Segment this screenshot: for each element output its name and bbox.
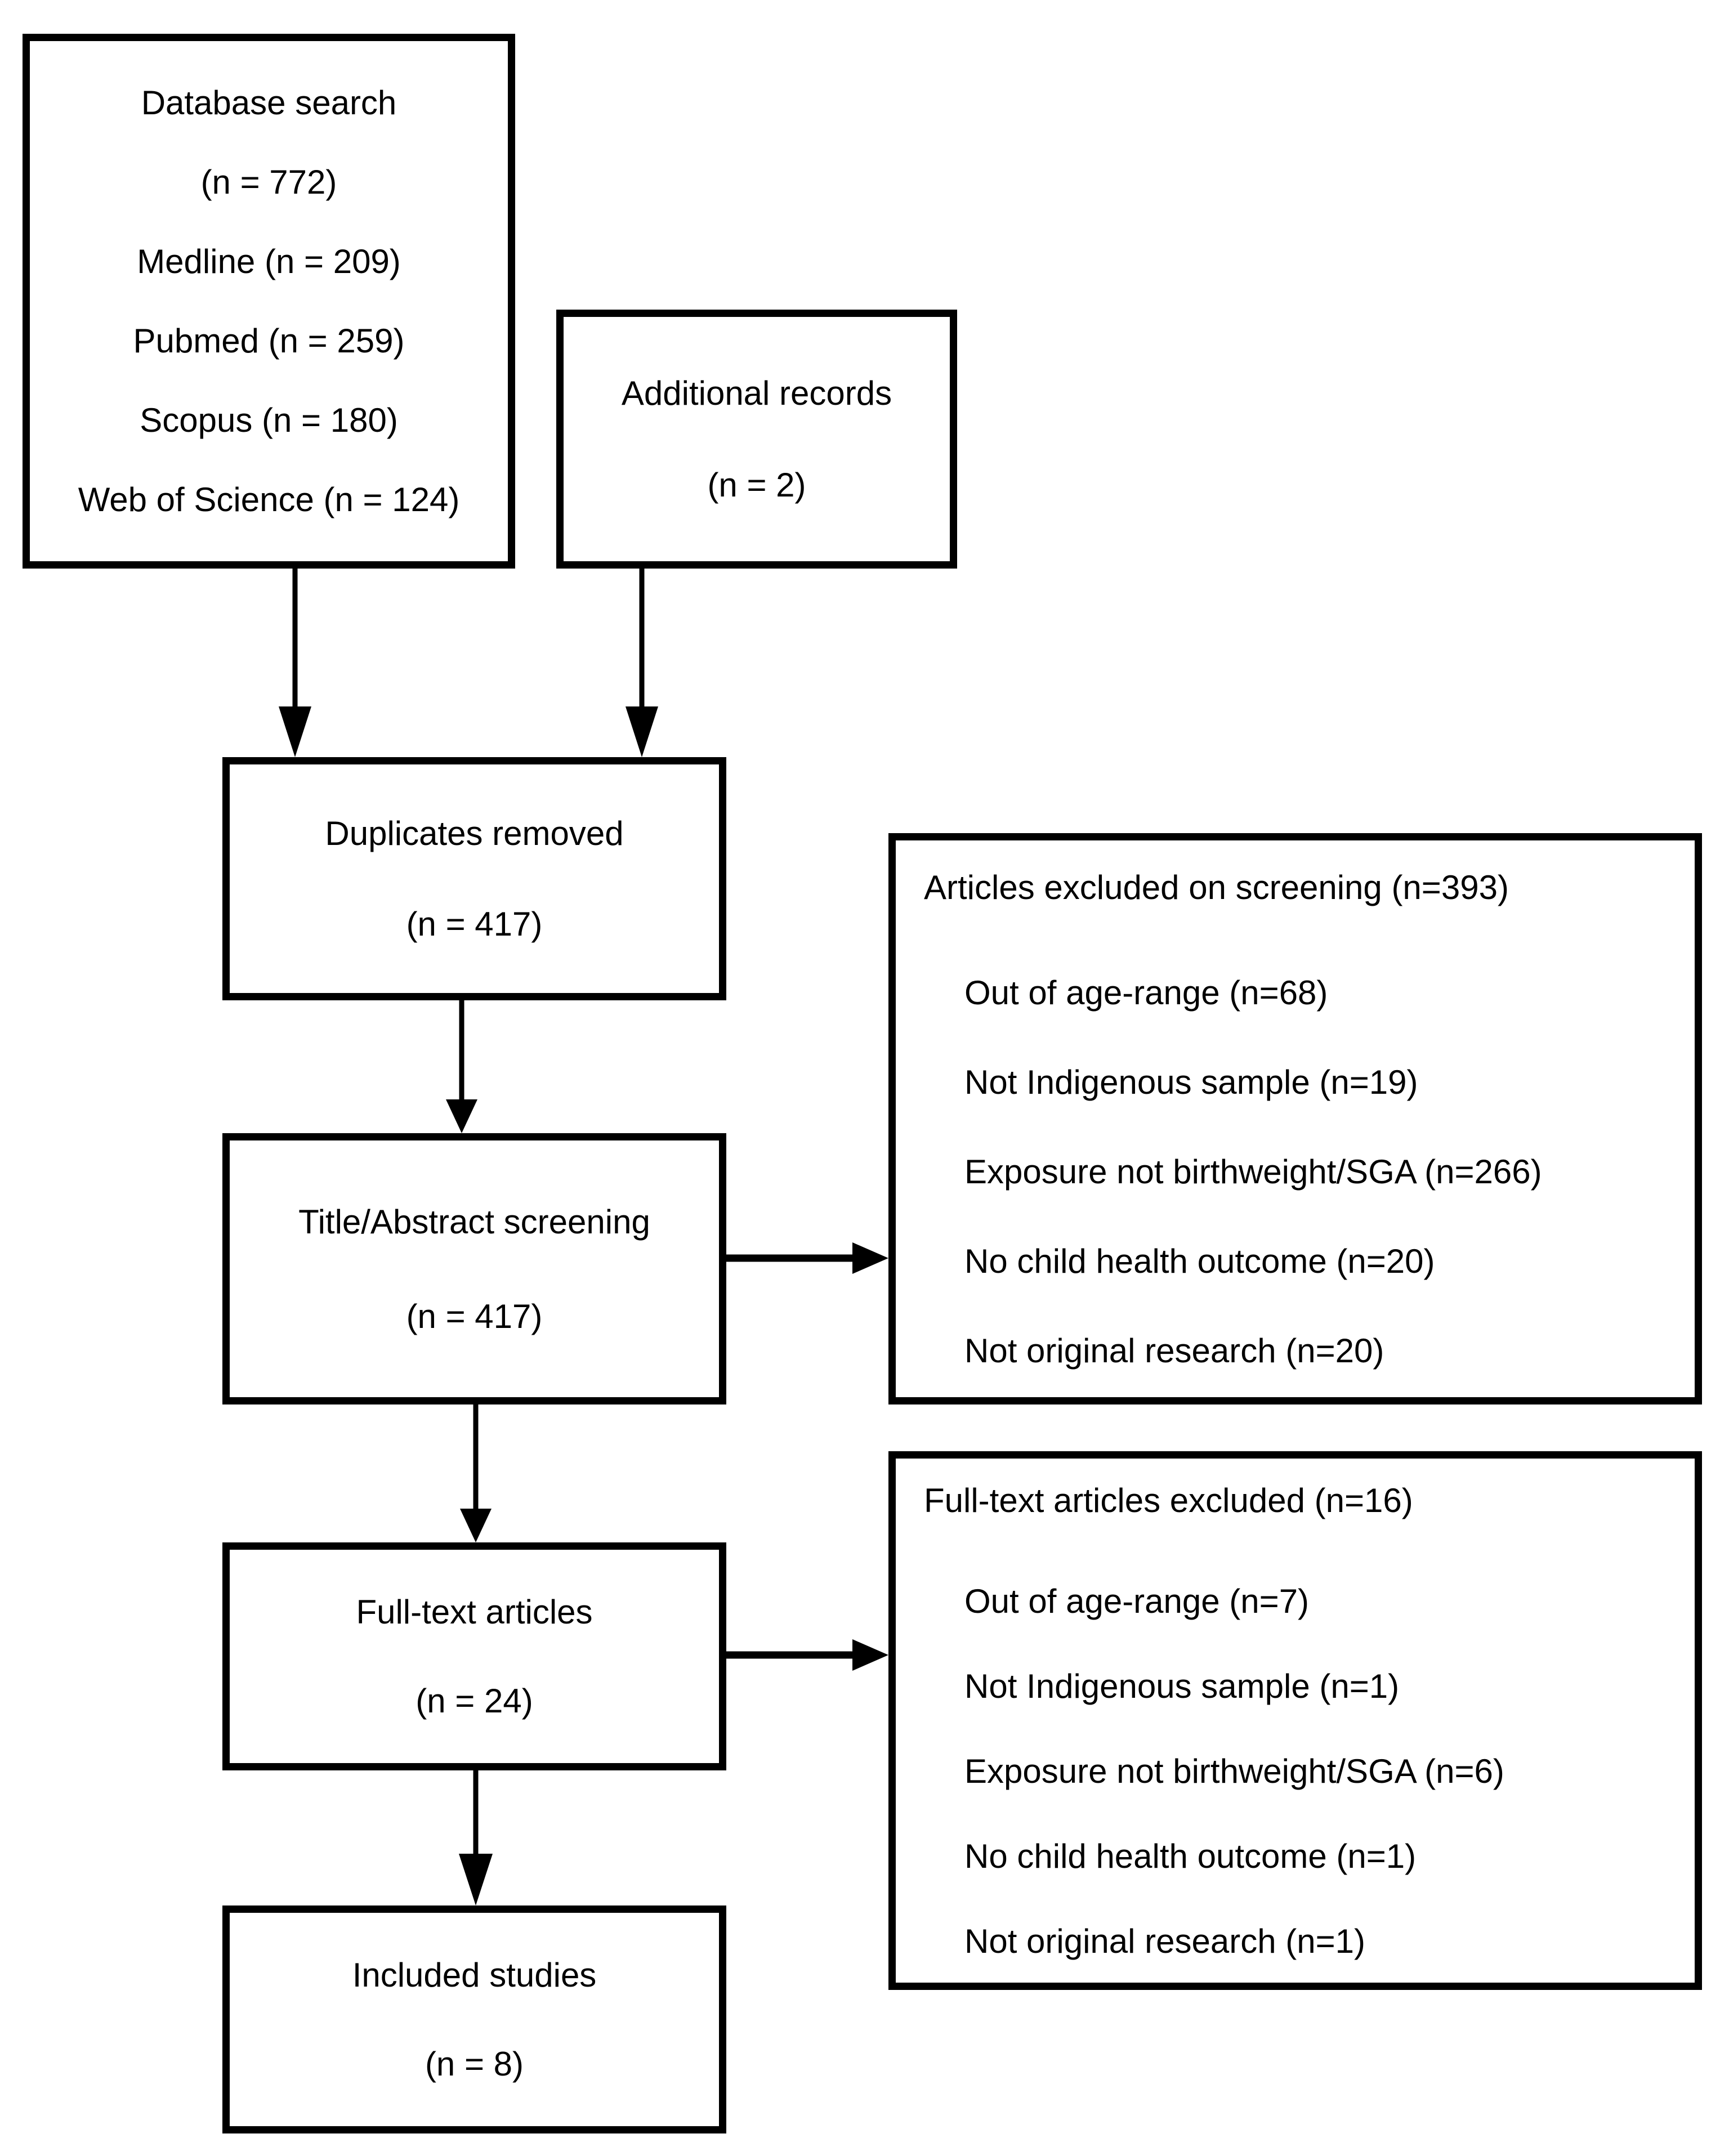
- excluded-title: Articles excluded on screening (n=393): [924, 868, 1509, 906]
- arrow-fulltext-to-included: [459, 1770, 493, 1905]
- box-count: (n = 417): [406, 905, 543, 943]
- arrow-additional-to-duplicates: [626, 569, 658, 757]
- excluded-reason: Out of age-range (n=68): [964, 973, 1328, 1012]
- box-title: Full-text articles: [356, 1593, 593, 1631]
- arrow-fulltext-to-excluded: [726, 1639, 888, 1671]
- box-title: Additional records: [621, 374, 892, 412]
- arrow-database-to-duplicates: [279, 569, 311, 757]
- excluded-reason: No child health outcome (n=1): [964, 1837, 1417, 1875]
- box-full-text-excluded: Full-text articles excluded (n=16) Out o…: [888, 1451, 1702, 1990]
- source-web-of-science: Web of Science (n = 124): [78, 481, 460, 518]
- box-duplicates-removed: Duplicates removed (n = 417): [222, 757, 726, 1000]
- box-title-abstract-screening: Title/Abstract screening (n = 417): [222, 1133, 726, 1404]
- box-count: (n = 24): [416, 1682, 533, 1720]
- box-count: (n = 8): [425, 2045, 524, 2083]
- box-database-search: Database search (n = 772) Medline (n = 2…: [23, 34, 515, 569]
- excluded-reason: No child health outcome (n=20): [964, 1242, 1435, 1280]
- box-additional-records: Additional records (n = 2): [556, 310, 957, 569]
- excluded-reason: Not Indigenous sample (n=19): [964, 1063, 1418, 1101]
- arrow-screening-to-excluded: [726, 1242, 888, 1274]
- excluded-reason: Exposure not birthweight/SGA (n=6): [964, 1752, 1504, 1790]
- source-pubmed: Pubmed (n = 259): [133, 322, 405, 360]
- excluded-title: Full-text articles excluded (n=16): [924, 1481, 1413, 1519]
- box-articles-excluded-screening: Articles excluded on screening (n=393) O…: [888, 833, 1702, 1404]
- excluded-reason: Not original research (n=1): [964, 1922, 1366, 1960]
- box-title: Included studies: [352, 1956, 597, 1994]
- excluded-reason: Not original research (n=20): [964, 1331, 1384, 1370]
- excluded-reason: Exposure not birthweight/SGA (n=266): [964, 1152, 1542, 1191]
- box-full-text-articles: Full-text articles (n = 24): [222, 1542, 726, 1770]
- box-count: (n = 417): [406, 1297, 543, 1335]
- box-included-studies: Included studies (n = 8): [222, 1905, 726, 2133]
- arrow-duplicates-to-screening: [446, 1000, 477, 1133]
- box-title: Duplicates removed: [325, 815, 624, 852]
- arrow-screening-to-fulltext: [460, 1404, 492, 1542]
- box-title: Database search: [141, 84, 397, 122]
- source-medline: Medline (n = 209): [137, 243, 401, 280]
- box-title: Title/Abstract screening: [298, 1202, 650, 1241]
- box-count: (n = 2): [707, 466, 806, 504]
- source-scopus: Scopus (n = 180): [140, 401, 398, 439]
- excluded-reason: Out of age-range (n=7): [964, 1582, 1310, 1620]
- box-count: (n = 772): [200, 163, 337, 201]
- excluded-reason: Not Indigenous sample (n=1): [964, 1667, 1400, 1705]
